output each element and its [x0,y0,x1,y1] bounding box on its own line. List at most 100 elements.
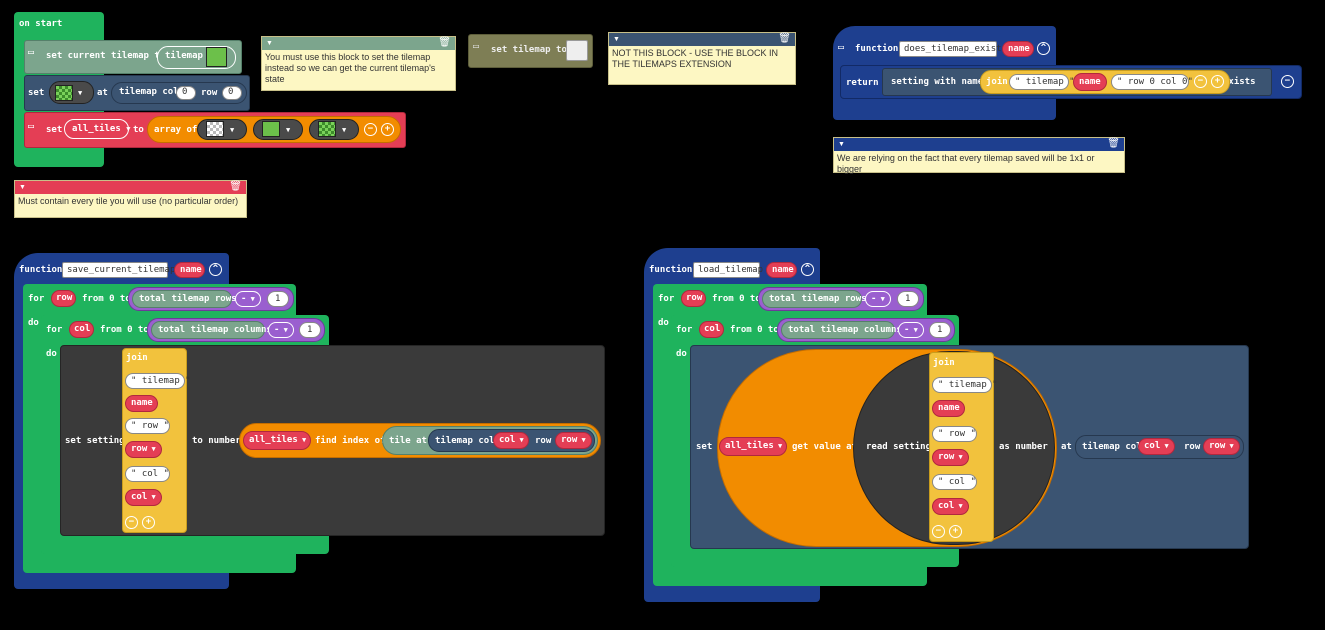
collapse-icon[interactable]: ▼ [838,141,845,148]
j-name-arg[interactable]: name [125,395,158,412]
collapse-icon[interactable]: ▼ [19,184,26,191]
comment-tilemap-text[interactable]: You must use this block to set the tilem… [265,52,436,84]
collapse-circle-icon[interactable]: ^ [209,263,222,276]
j-col-var[interactable]: col ▼ [125,489,162,506]
row-kw-label: row [1184,442,1201,452]
fn-load-param-name[interactable]: name [766,262,797,278]
minus-operator-dropdown[interactable]: - ▼ [898,322,924,338]
tilemap-col-label: tilemap col [119,87,179,97]
row-zero-input[interactable]: 0 [222,86,242,100]
fn-save-name-input[interactable]: save_current_tilemap [62,262,175,278]
add-item-icon[interactable]: + [1211,75,1224,88]
read-setting-label: read setting [866,442,932,452]
empty-tilemap-slot[interactable] [566,40,588,61]
j-col-str[interactable]: " col " [932,474,977,490]
add-item-icon[interactable]: + [142,516,155,529]
j-row-str[interactable]: " row " [125,418,170,434]
remove-return-icon[interactable]: − [1281,75,1294,88]
from-0-to-label: from 0 to [730,325,779,335]
exists-str-tilemap[interactable]: " tilemap " [1009,74,1075,90]
tile-row-var[interactable]: row ▼ [555,432,592,449]
comment-exists[interactable]: ▼ 🗑 We are relying on the fact that ever… [833,137,1125,174]
minus-operator-dropdown[interactable]: - ▼ [268,322,294,338]
from-0-to-label: from 0 to [82,294,131,304]
collapse-icon[interactable]: ▼ [266,40,273,47]
all-tiles-var-dropdown[interactable]: all_tiles ▼ [64,119,130,139]
comment-all-tiles-text[interactable]: Must contain every tile you will use (no… [18,196,239,206]
row-var[interactable]: row [51,290,76,307]
remove-item-icon[interactable]: − [125,516,138,529]
col-var[interactable]: col [699,321,724,338]
fn-save-param-name[interactable]: name [174,262,205,278]
tile-dropdown-2[interactable]: ▼ [253,119,303,140]
set-tile-label: set [28,88,45,98]
join-label: join [986,77,1008,87]
tile-grass-image [55,85,73,101]
j-tilemap-str[interactable]: " tilemap " [932,377,998,393]
tilemap-thumbnail[interactable] [206,47,227,67]
tile-dropdown-1[interactable]: ▼ [197,119,247,140]
comment-icon[interactable]: ▭ [28,121,35,132]
total-rows-reporter[interactable]: total tilemap rows [132,290,237,308]
total-rows-reporter[interactable]: total tilemap rows [762,290,867,308]
j-row-var[interactable]: row ▼ [125,441,162,458]
tile-col-var[interactable]: col ▼ [1138,438,1175,455]
trash-icon[interactable]: 🗑 [229,181,242,192]
fn-load-name-input[interactable]: load_tilemap [693,262,763,278]
j-row-var[interactable]: row ▼ [932,449,969,466]
one-input[interactable]: 1 [267,291,289,307]
one-input[interactable]: 1 [929,322,951,338]
comment-icon[interactable]: ▭ [473,41,480,52]
j-row-str[interactable]: " row " [932,426,977,442]
comment-disabled-text[interactable]: NOT THIS BLOCK - USE THE BLOCK IN THE TI… [612,48,779,69]
add-item-icon[interactable]: + [381,123,394,136]
trash-icon[interactable]: 🗑 [778,33,791,44]
j-col-str[interactable]: " col " [125,466,170,482]
row-kw-label: row [535,436,552,446]
minus-operator-dropdown[interactable]: - ▼ [235,291,261,307]
trash-icon[interactable]: 🗑 [438,37,451,48]
tile-at-label: tile at [389,436,427,446]
collapse-circle-icon[interactable]: ^ [1037,42,1050,55]
total-cols-reporter[interactable]: total tilemap columns [151,321,272,339]
add-item-icon[interactable]: + [949,525,962,538]
minus-operator-dropdown[interactable]: - ▼ [865,291,891,307]
tile-dropdown-3[interactable]: ▼ [309,119,359,140]
j-tilemap-str[interactable]: " tilemap " [125,373,191,389]
one-input[interactable]: 1 [897,291,919,307]
col-var[interactable]: col [69,321,94,338]
col-zero-input[interactable]: 0 [176,86,196,100]
remove-item-icon[interactable]: − [932,525,945,538]
remove-item-icon[interactable]: − [364,123,377,136]
j-col-var[interactable]: col ▼ [932,498,969,515]
exists-str-row-col[interactable]: " row 0 col 0" [1111,74,1193,90]
comment-icon[interactable]: ▭ [838,42,845,53]
tile-dropdown[interactable]: ▼ [49,81,94,104]
j-name-arg[interactable]: name [932,400,965,417]
all-tiles-var[interactable]: all_tiles ▼ [243,431,311,450]
comment-icon[interactable]: ▭ [28,47,35,58]
trash-icon[interactable]: 🗑 [1107,138,1120,149]
one-input[interactable]: 1 [299,322,321,338]
comment-exists-text[interactable]: We are relying on the fact that every ti… [837,153,1095,174]
as-number-label: as number [999,442,1048,452]
comment-disabled[interactable]: ▼ 🗑 NOT THIS BLOCK - USE THE BLOCK IN TH… [608,32,796,85]
row-var[interactable]: row [681,290,706,307]
comment-tilemap[interactable]: ▼ 🗑 You must use this block to set the t… [261,36,456,91]
remove-item-icon[interactable]: − [1194,75,1207,88]
fn-exists-param-name[interactable]: name [1002,41,1034,57]
tile-row-var[interactable]: row ▼ [1203,438,1240,455]
collapse-circle-icon[interactable]: ^ [801,263,814,276]
exists-arg-name[interactable]: name [1073,73,1107,91]
chevron-down-icon: ▼ [876,295,885,303]
comment-all-tiles[interactable]: ▼ 🗑 Must contain every tile you will use… [14,180,247,218]
chevron-down-icon: ▼ [1225,442,1234,450]
chevron-down-icon: ▼ [147,493,156,501]
collapse-icon[interactable]: ▼ [613,36,620,43]
all-tiles-var[interactable]: all_tiles ▼ [719,437,787,456]
tile-col-var[interactable]: col ▼ [493,432,529,449]
total-cols-reporter[interactable]: total tilemap columns [781,321,902,339]
for-col-keyword: for [676,325,693,335]
row-label: row [201,88,218,98]
fn-exists-name-input[interactable]: does_tilemap_exist [899,41,1002,57]
